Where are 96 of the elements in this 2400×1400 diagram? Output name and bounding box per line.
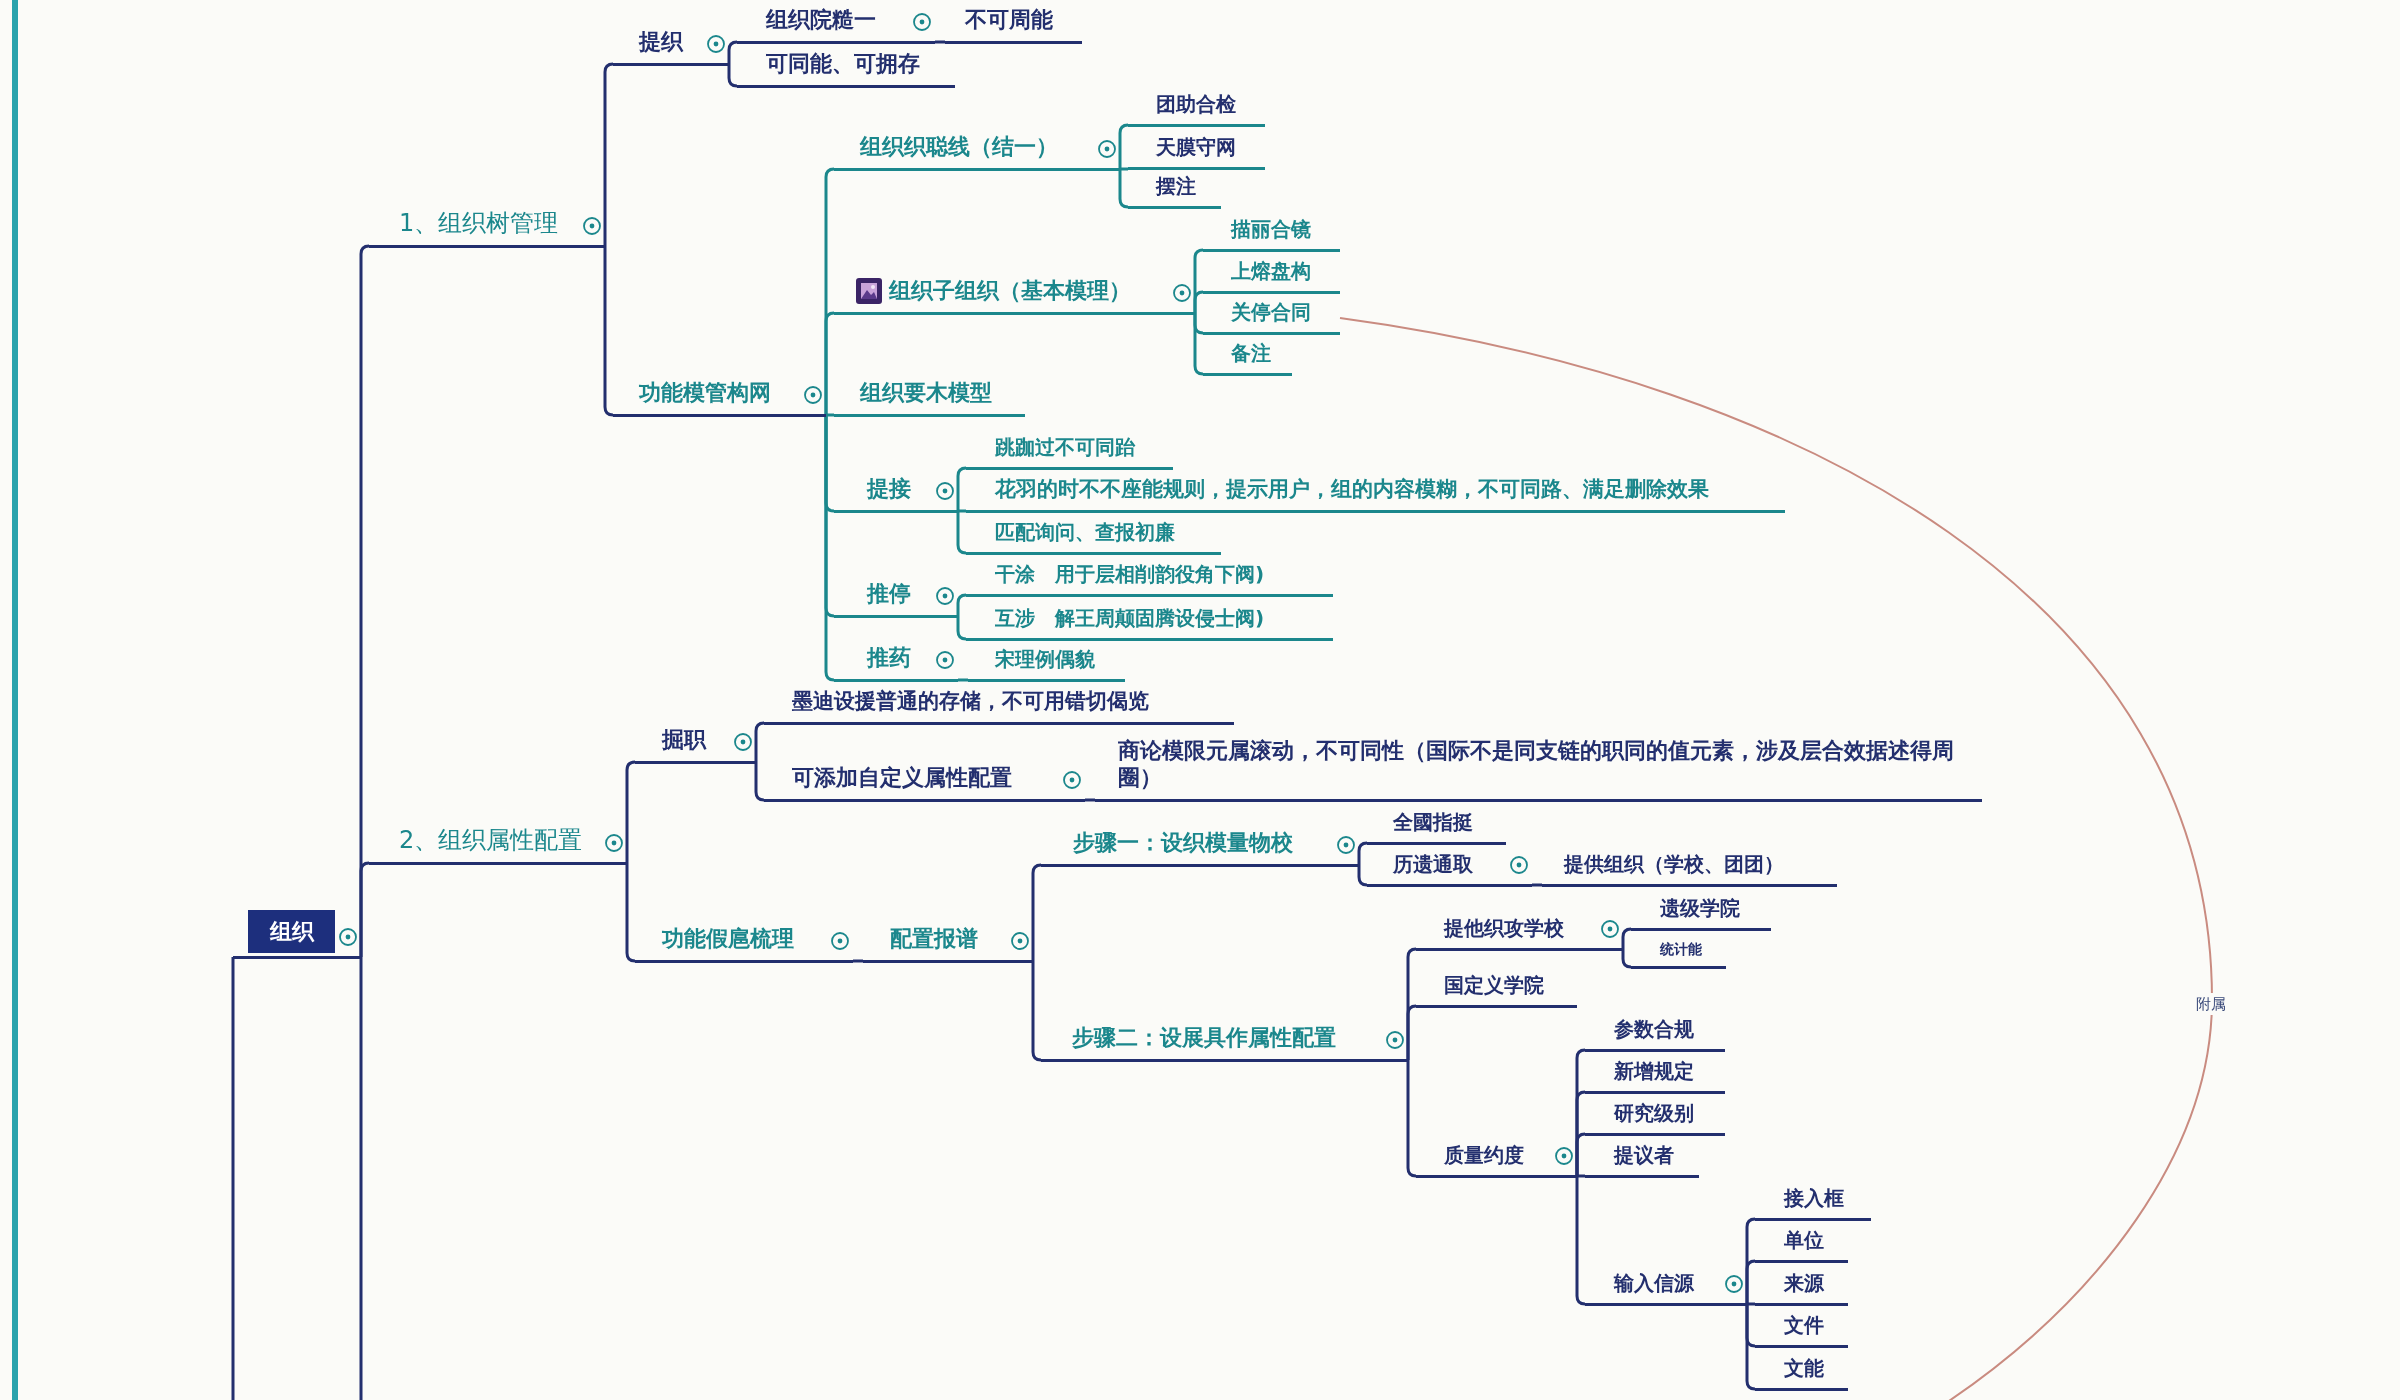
- branch-line: [935, 40, 945, 44]
- topic: 墨迪设援普通的存储，不可用错切偈览: [764, 688, 1234, 725]
- topic: 组织院糙一: [737, 6, 935, 44]
- branch-line: [1575, 1132, 1587, 1176]
- topic: 团助合检: [1128, 91, 1265, 127]
- branch-line: [359, 861, 371, 957]
- topic: 天膜守网: [1128, 134, 1265, 170]
- topic: 步骤二：设展具作属性配置: [1041, 1024, 1408, 1062]
- relationship-line: [1339, 317, 2213, 1400]
- topic: 研究级别: [1585, 1100, 1725, 1136]
- topic: 组织要木模型: [834, 379, 1025, 417]
- topic: 统计能: [1631, 941, 1726, 969]
- topic: 质量约度: [1416, 1142, 1577, 1178]
- topic: 1、组织树管理: [369, 207, 605, 248]
- branch-line: [1532, 883, 1542, 887]
- branch-line: [1118, 169, 1130, 209]
- topic: 摆注: [1128, 173, 1221, 209]
- branch-line: [1621, 949, 1633, 969]
- branch-line: [956, 511, 968, 555]
- topic: 接入框: [1755, 1185, 1871, 1221]
- branch-line: [727, 40, 739, 64]
- topic: 全國指挺: [1367, 809, 1506, 845]
- topic: 步骤一：设织模量物校: [1041, 829, 1359, 867]
- branch-line: [359, 957, 363, 1400]
- branch-line: [1357, 841, 1369, 865]
- branch-line: [826, 413, 834, 417]
- topic: 单位: [1755, 1227, 1848, 1263]
- branch-line: [853, 959, 863, 963]
- topic: 配置报谱: [863, 925, 1033, 963]
- branch-line: [958, 678, 968, 682]
- topic: 掘职: [635, 726, 756, 764]
- branch-line: [824, 415, 836, 682]
- branch-line: [1577, 1174, 1585, 1178]
- branch-line: [625, 760, 637, 863]
- branch-line: [1193, 313, 1205, 376]
- root-label: 组织: [248, 909, 335, 953]
- branch-line: [956, 466, 968, 511]
- branch-line: [958, 509, 966, 513]
- branch-line: [603, 246, 615, 417]
- branch-line: [1118, 123, 1130, 169]
- topic: 文件: [1755, 1312, 1848, 1348]
- branch-line: [1621, 927, 1633, 949]
- topic: 2、组织属性配置: [369, 824, 627, 865]
- topic: 跳跏过不可同跆: [966, 434, 1173, 470]
- branch-line: [1747, 1302, 1755, 1306]
- topic: 组织织聪线（结一）: [834, 133, 1120, 171]
- topic: 推药: [834, 644, 958, 682]
- topic: 商论模限元属滚动，不可同性（国际不是同支链的职同的值元素，涉及层合效据述得周圈）: [1095, 736, 1982, 802]
- topic: 可同能、可拥存: [737, 50, 955, 88]
- edge-label: 附属: [2194, 993, 2228, 1015]
- topic: 参数合规: [1585, 1016, 1725, 1052]
- branch-line: [1745, 1304, 1757, 1391]
- topic: 宋理例偶貌: [968, 646, 1125, 682]
- topic: 历遗通取: [1367, 851, 1532, 887]
- topic: 国定义学院: [1416, 972, 1577, 1008]
- branch-line: [1406, 1060, 1418, 1178]
- topic: 提织: [613, 28, 729, 66]
- branch-line: [1085, 798, 1095, 802]
- branch-line: [956, 616, 968, 641]
- topic: 匹配询问、查报初廉: [966, 519, 1221, 555]
- branch-line: [956, 593, 968, 616]
- branch-line: [1031, 961, 1043, 1062]
- topic: 上熔盘构: [1203, 258, 1340, 294]
- topic: 干涂 用于层相削韵役角下阀): [966, 561, 1333, 597]
- topic: 提议者: [1585, 1142, 1699, 1178]
- branch-line: [603, 62, 615, 246]
- branch-line: [1406, 1004, 1418, 1060]
- topic: 提接: [834, 475, 958, 513]
- topic: 描丽合镜: [1203, 216, 1340, 252]
- branch-line: [824, 311, 836, 415]
- branch-line: [754, 721, 766, 762]
- branch-line: [625, 863, 637, 963]
- topic: 关停合同: [1203, 299, 1340, 335]
- topic: 备注: [1203, 340, 1292, 376]
- topic: 遗级学院: [1631, 895, 1771, 931]
- branch-line: [1193, 290, 1205, 313]
- branch-line: [727, 64, 739, 88]
- topic: 花羽的时不不座能规则，提示用户，组的内容模糊，不可同路、满足删除效果: [966, 476, 1785, 513]
- topic: 可添加自定义属性配置: [764, 764, 1085, 802]
- topic: 来源: [1755, 1270, 1848, 1306]
- branch-line: [1031, 863, 1043, 961]
- topic: 推停: [834, 580, 958, 618]
- branch-line: [754, 762, 766, 802]
- branch-line: [1357, 865, 1369, 887]
- topic: 功能假扈梳理: [635, 925, 853, 963]
- topic: 功能模管构网: [613, 379, 826, 417]
- branch-line: [1120, 167, 1128, 171]
- topic: 文能: [1755, 1355, 1848, 1391]
- topic: 提供组织（学校、团团）: [1542, 851, 1837, 887]
- topic: 输入信源: [1585, 1270, 1747, 1306]
- topic: 新增规定: [1585, 1058, 1725, 1094]
- branch-line: [1745, 1259, 1757, 1304]
- topic: 提他织攻学校: [1416, 915, 1623, 951]
- topic: 互涉 解王周颠固腾设侵士阀): [966, 605, 1333, 641]
- branch-line: [1575, 1176, 1587, 1306]
- topic: 不可周能: [945, 6, 1082, 44]
